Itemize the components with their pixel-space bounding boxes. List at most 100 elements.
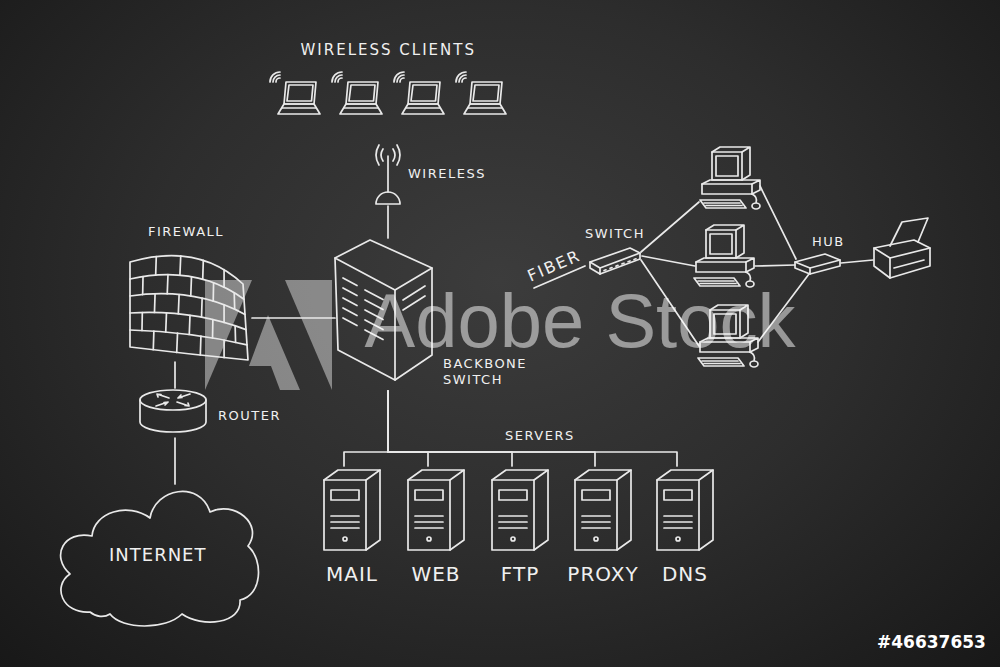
laptop-icon	[456, 72, 506, 114]
node-label: ROUTER	[218, 408, 281, 424]
node-label: MAIL	[326, 562, 378, 586]
cable	[841, 260, 873, 263]
cable	[642, 256, 695, 266]
server-icon	[575, 470, 631, 550]
cloud-outline	[61, 491, 259, 626]
watermark: Adobe Stock	[365, 291, 796, 352]
antenna-outline	[397, 145, 400, 165]
switch-outline	[604, 269, 606, 271]
printer-icon	[874, 218, 930, 278]
node-label: WIRELESS	[408, 166, 486, 182]
hub: HUB	[795, 234, 848, 278]
wall-outline	[201, 298, 203, 317]
antenna-outline	[376, 145, 379, 165]
wall-outline	[212, 320, 214, 338]
antenna-outline	[376, 192, 400, 204]
switch-icon	[590, 248, 640, 274]
wall-outline	[177, 295, 179, 314]
network-link	[387, 206, 389, 238]
hub-outline	[810, 260, 840, 274]
hub-outline	[795, 262, 810, 274]
wall-outline	[154, 294, 156, 313]
antenna-icon	[376, 145, 400, 204]
router-outline	[157, 394, 169, 398]
wall-outline	[176, 333, 179, 352]
tower-outline	[343, 308, 357, 316]
tower-outline	[343, 318, 357, 326]
network-link	[252, 317, 335, 319]
stock-number: #46637653	[877, 632, 986, 652]
wall-outline	[202, 260, 204, 279]
node-label: HUB	[812, 234, 845, 250]
node-label: BACKBONE SWITCH	[443, 356, 531, 387]
group-heading: WIRELESS CLIENTS	[301, 41, 476, 59]
wall-outline	[130, 294, 245, 315]
wall-outline	[190, 277, 192, 296]
network-link	[344, 391, 388, 466]
router: ROUTER	[138, 388, 298, 438]
watermark-logo	[205, 280, 252, 390]
wall-outline	[141, 312, 143, 330]
server: PROXY	[563, 466, 643, 589]
router-icon	[140, 390, 206, 432]
server: FTP	[485, 466, 555, 589]
switch-outline	[628, 260, 630, 262]
wall-outline	[234, 326, 236, 343]
network-link	[174, 362, 176, 388]
router-outline	[156, 402, 168, 406]
desktop-computer	[694, 225, 754, 287]
cable	[641, 202, 699, 252]
server: MAIL	[317, 466, 387, 589]
server-tower	[575, 470, 631, 550]
internet-cloud: INTERNET	[50, 484, 264, 632]
switch-outline	[590, 248, 640, 268]
switch-outline	[616, 265, 618, 267]
group-label: SERVERS	[505, 428, 575, 444]
network-link	[388, 391, 595, 466]
node-label: INTERNET	[109, 544, 206, 566]
server-tower	[492, 470, 548, 550]
wall-outline	[142, 277, 144, 295]
wall-outline	[179, 256, 182, 275]
switch-outline	[634, 258, 636, 260]
wall-outline	[165, 313, 167, 332]
wall-outline	[223, 305, 225, 323]
laptop-icon	[394, 72, 444, 114]
tower-outline	[335, 240, 432, 290]
antenna-outline	[381, 149, 383, 161]
wall-outline	[155, 256, 157, 275]
switch-outline	[600, 253, 640, 274]
tower-outline	[343, 278, 357, 286]
wall-outline	[233, 293, 235, 310]
wall-outline	[152, 331, 154, 350]
antenna-outline	[393, 149, 395, 161]
cable	[755, 265, 795, 266]
cable	[760, 186, 796, 259]
network-link	[174, 438, 176, 484]
wall-outline	[166, 275, 168, 294]
antenna-outline	[387, 156, 389, 192]
router-outline	[140, 400, 206, 432]
firewall: FIREWALL	[128, 222, 252, 362]
server-icon	[657, 470, 713, 550]
wall-icon	[130, 256, 248, 360]
switch: SWITCH	[585, 226, 651, 276]
node-label: WEB	[411, 562, 460, 586]
wall-outline	[223, 270, 225, 288]
server-tower	[324, 470, 380, 550]
watermark-logo	[249, 315, 300, 390]
wall-outline	[130, 256, 248, 360]
router-outline	[140, 390, 206, 410]
wall-outline	[130, 312, 246, 329]
switch-outline	[610, 267, 612, 269]
hub-icon	[795, 254, 840, 274]
wall-outline	[212, 283, 214, 301]
server-tower	[408, 470, 464, 550]
wall-shape	[128, 222, 252, 362]
wireless-access-point: WIRELESS	[370, 142, 489, 206]
router-outline	[178, 394, 190, 398]
server: WEB	[401, 466, 471, 589]
server-icon	[324, 470, 380, 550]
server-tower	[657, 470, 713, 550]
desktop-computer	[700, 147, 760, 209]
